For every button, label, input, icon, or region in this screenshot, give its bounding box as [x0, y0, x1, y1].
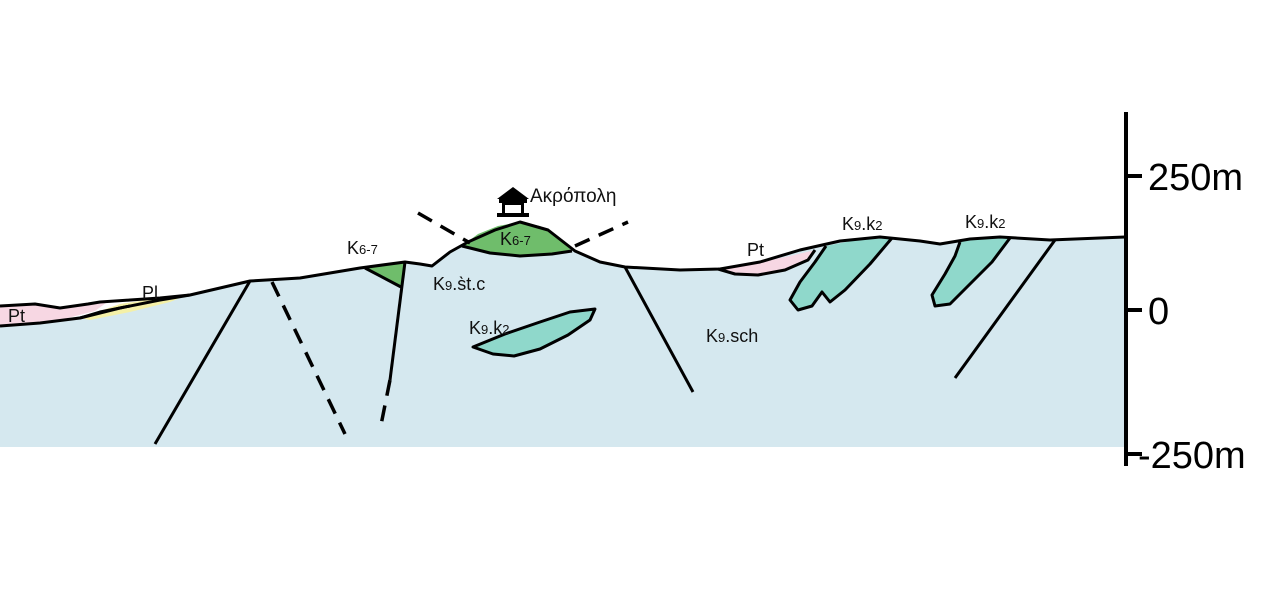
k67-cap-base	[461, 244, 573, 258]
pt-right-boundary	[717, 249, 817, 277]
label-k9sch: K9.sch	[706, 326, 758, 346]
temple-icon	[497, 187, 529, 217]
scale-label-minus250: -250m	[1138, 435, 1246, 477]
k9k2-lens-middle	[473, 309, 595, 356]
topography-line	[0, 220, 1126, 310]
scale-label-0: 0	[1148, 291, 1169, 333]
k9k2-body-right-2-outline	[930, 237, 1012, 308]
label-k67-top: K6-7	[500, 229, 531, 249]
pl-base	[79, 304, 131, 320]
k9k2-lens-middle-outline	[471, 307, 597, 358]
label-pt-left: Pt	[8, 306, 25, 326]
k9k2-body-right-1-outline	[788, 237, 894, 312]
fault-1	[153, 280, 252, 445]
label-acropolis: Ακρόπολη	[530, 186, 616, 207]
k9k2-body-right-1	[790, 238, 892, 310]
k67-wedge-boundary	[364, 266, 402, 289]
fault-2	[388, 261, 407, 381]
fault-3	[623, 266, 695, 393]
fault-dashed-2	[378, 379, 392, 431]
label-k9k2-right-1: K9.k2	[842, 214, 883, 234]
label-pt-right: Pt	[747, 240, 764, 260]
fault-dashed-1	[270, 281, 347, 435]
label-k9stc: K9.s̀t.c	[433, 274, 485, 294]
pt-unit-right	[718, 250, 815, 275]
fault-dashed-air-right	[574, 220, 629, 248]
pl-unit-left	[80, 296, 185, 320]
fault-dashed-air-left	[417, 211, 471, 245]
pt-unit-left	[0, 300, 110, 326]
label-k9k2-right-2: K9.k2	[965, 212, 1006, 232]
label-k67-left: K6-7	[347, 238, 378, 258]
label-pl-left: Pl	[142, 283, 158, 303]
k9k2-body-right-2	[932, 238, 1010, 306]
label-k9k2-middle: K9.k2	[469, 318, 510, 338]
scale-label-250: 250m	[1148, 157, 1243, 199]
k67-wedge	[365, 262, 405, 287]
fault-4	[953, 239, 1057, 379]
